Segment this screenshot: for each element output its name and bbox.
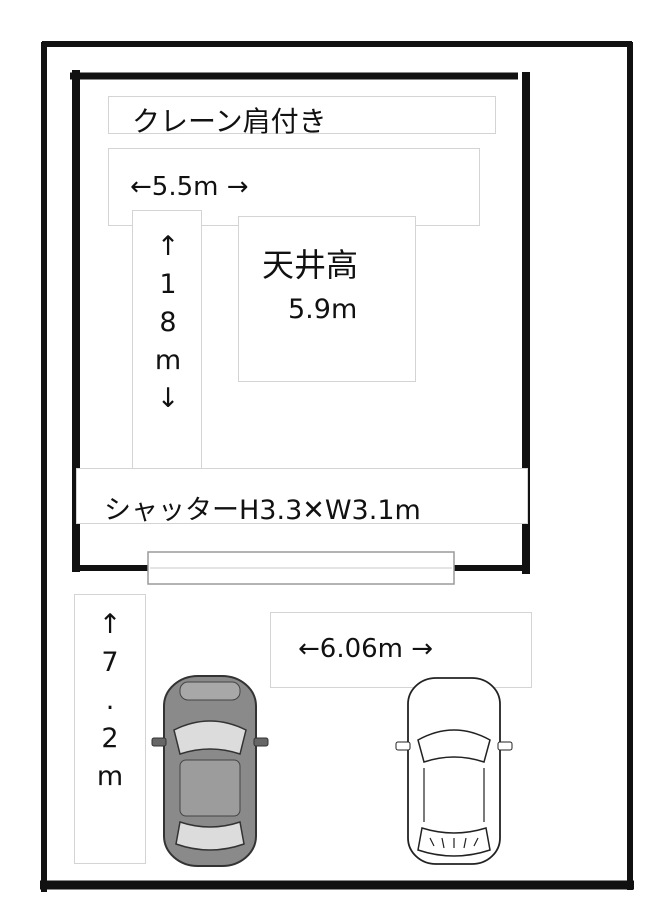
parking-depth-char: ↑	[98, 609, 122, 640]
parking-depth-char: 7	[101, 647, 119, 678]
parking-depth-label: ↑ 7. 2 m	[88, 606, 132, 796]
garage-depth-box	[132, 210, 202, 470]
crane-title-box	[108, 96, 496, 134]
parking-depth-char: 2	[101, 723, 119, 754]
parking-depth-char: .	[105, 685, 115, 716]
garage-depth-char: 8	[159, 307, 177, 338]
garage-depth-char: ↑	[156, 231, 180, 262]
garage-depth-char: ↓	[156, 383, 180, 414]
parking-depth-char: m	[96, 761, 124, 792]
car-shaded-icon	[151, 675, 269, 867]
parking-width-box	[270, 612, 532, 688]
parking-depth-box	[74, 594, 146, 864]
ceiling-height-label: 天井高	[262, 246, 359, 284]
crane-title: クレーン肩付き	[132, 105, 327, 138]
shutter-size-box	[76, 468, 528, 524]
garage-depth-label: ↑ 1 8 m ↓	[146, 228, 190, 418]
shutter-size-label: シャッターH3.3✕W3.1m	[104, 495, 421, 526]
ceiling-height-box	[238, 216, 416, 382]
garage-depth-char: 1	[159, 269, 177, 300]
parking-width-label: ←6.06m →	[298, 634, 434, 664]
garage-width-label: ←5.5m →	[130, 172, 249, 202]
car-outline-icon	[395, 677, 513, 865]
garage-depth-char: m	[154, 345, 182, 376]
ceiling-height-value: 5.9m	[288, 294, 358, 325]
